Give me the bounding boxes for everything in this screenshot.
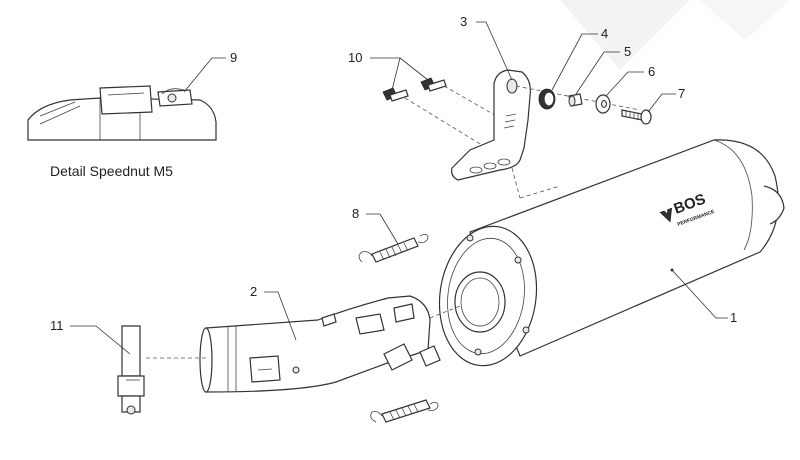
callout-5: 5 (624, 44, 631, 59)
callout-9: 9 (230, 50, 237, 65)
part-8-spring-lower (370, 399, 439, 423)
part-7-socket-bolt: 7 (621, 86, 685, 125)
part-5-spacer: 5 (568, 44, 631, 107)
callout-4: 4 (601, 26, 608, 41)
part-4-rubber-grommet: 4 (538, 26, 608, 110)
part-8-spring: 8 (352, 206, 429, 263)
part-10-bolts: 10 (348, 50, 501, 151)
part-2-link-pipe: 2 (199, 284, 461, 393)
brand-emblem-icon (659, 207, 673, 223)
part-11-clamp: 11 (50, 318, 206, 415)
detail-caption: Detail Speednut M5 (50, 163, 173, 179)
part-1-muffler: 1 (438, 139, 785, 367)
callout-7: 7 (678, 86, 685, 101)
background-watermark (560, 0, 790, 70)
detail-speednut-view: 9 (27, 50, 237, 141)
bolt-right (420, 77, 447, 92)
bolt-left (382, 87, 409, 102)
callout-11: 11 (50, 318, 64, 333)
callout-3: 3 (460, 14, 467, 29)
callout-1: 1 (730, 310, 737, 325)
callout-2: 2 (250, 284, 257, 299)
callout-10: 10 (348, 50, 362, 65)
callout-6: 6 (648, 64, 655, 79)
callout-8: 8 (352, 206, 359, 221)
part-6-washer: 6 (595, 64, 655, 114)
